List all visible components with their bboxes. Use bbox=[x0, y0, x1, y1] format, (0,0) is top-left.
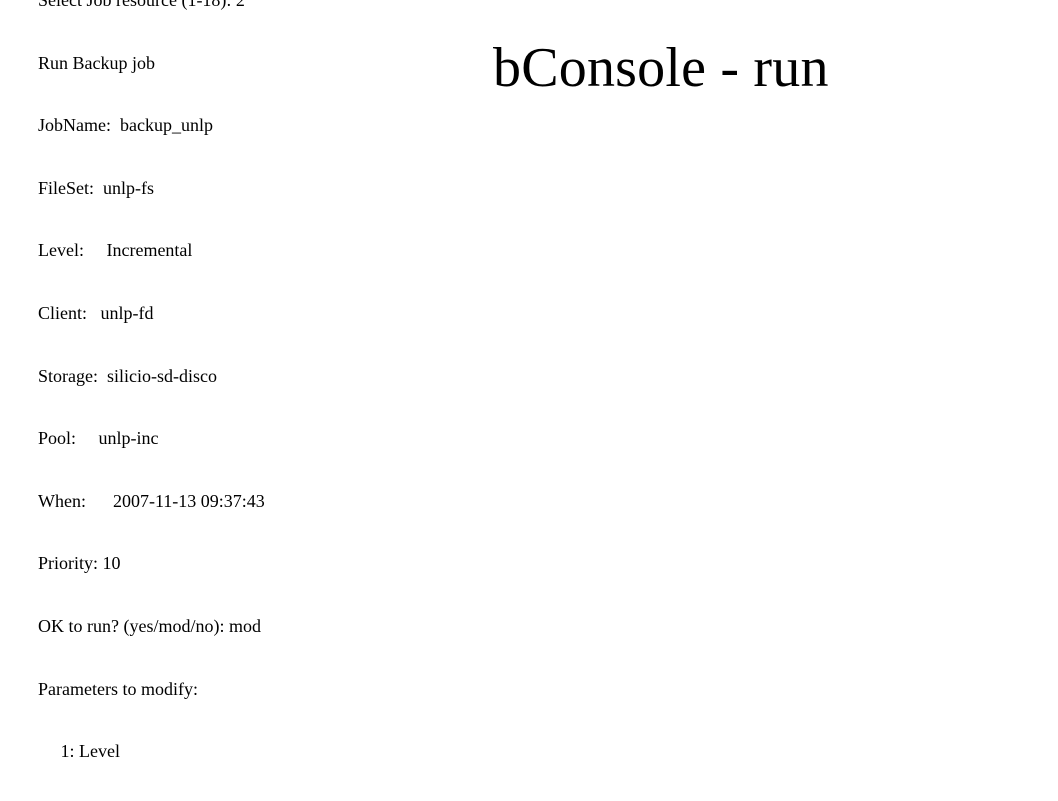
console-line-select-job: Select Job resource (1-18): 2 bbox=[38, 0, 245, 10]
console-output: Select Job resource (1-18): 2 Run Backup… bbox=[38, 0, 265, 801]
console-line-jobname: JobName: backup_unlp bbox=[38, 115, 213, 136]
slide-title: bConsole - run bbox=[493, 37, 829, 99]
console-line-level: Level: Incremental bbox=[38, 240, 193, 261]
console-line-fileset: FileSet: unlp-fs bbox=[38, 177, 154, 198]
console-line-priority: Priority: 10 bbox=[38, 553, 121, 574]
console-line-option-level: 1: Level bbox=[38, 741, 120, 762]
console-line-parameters-to-modify: Parameters to modify: bbox=[38, 678, 198, 699]
console-line-storage: Storage: silicio-sd-disco bbox=[38, 365, 217, 386]
console-line-run-backup-job: Run Backup job bbox=[38, 52, 155, 73]
console-line-ok-to-run: OK to run? (yes/mod/no): mod bbox=[38, 615, 261, 636]
console-line-client: Client: unlp-fd bbox=[38, 302, 154, 323]
console-line-when: When: 2007-11-13 09:37:43 bbox=[38, 490, 265, 511]
console-line-pool: Pool: unlp-inc bbox=[38, 428, 159, 449]
